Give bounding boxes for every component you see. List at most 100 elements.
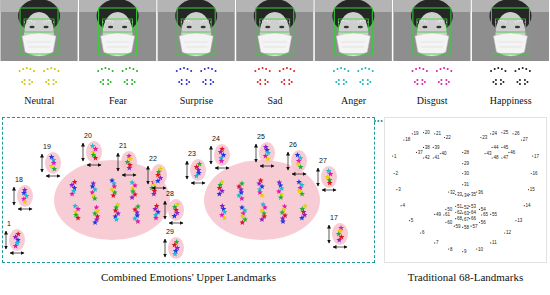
landmark-dot xyxy=(112,21,113,22)
star-marker xyxy=(222,209,228,214)
eye-dot xyxy=(131,79,133,81)
dimension-arrow xyxy=(10,253,24,254)
star-marker xyxy=(256,181,262,186)
landmark-dot xyxy=(401,205,402,206)
landmark-dot xyxy=(501,157,502,158)
landmark-dot xyxy=(454,226,455,227)
brow-dot xyxy=(57,70,59,72)
photo-ground xyxy=(158,0,235,61)
dimension-arrow xyxy=(83,143,84,161)
brow-dot xyxy=(494,68,496,70)
landmark-dot xyxy=(284,20,285,21)
brow-dot xyxy=(490,70,492,72)
landmark-number: 61 xyxy=(445,212,450,217)
eye-dot xyxy=(500,83,502,85)
landmark-number: 28 xyxy=(464,150,469,155)
landmark-dot xyxy=(515,220,516,221)
eye-dot xyxy=(338,79,340,81)
star-marker xyxy=(298,164,304,169)
landmark-dot xyxy=(127,20,128,21)
callout-number: 20 xyxy=(84,132,92,140)
region-circle xyxy=(45,152,61,174)
panel-caption: Combined Emotions' Upper Landmarks xyxy=(3,271,374,284)
landmark-dot xyxy=(517,20,518,21)
landmark-dot xyxy=(443,214,444,215)
landmark-dot xyxy=(360,20,361,21)
star-marker xyxy=(299,215,305,220)
brow-dot xyxy=(29,68,31,70)
brow-dot xyxy=(104,67,106,69)
dotted-connector xyxy=(375,120,384,122)
star-marker xyxy=(173,207,179,212)
brow-dot xyxy=(54,68,56,70)
star-marker xyxy=(219,203,225,208)
eye xyxy=(515,26,520,29)
landmark-dot xyxy=(444,137,445,138)
eye-dot xyxy=(48,83,50,85)
eye-dot xyxy=(31,81,33,83)
landmark-dot xyxy=(367,21,368,22)
landmark-dot xyxy=(440,153,441,154)
brow-dot xyxy=(215,70,217,72)
landmark-dot xyxy=(279,21,280,22)
eye xyxy=(358,26,363,29)
callout-number: 1 xyxy=(7,220,11,228)
landmark-dot xyxy=(481,214,482,215)
eye-dot xyxy=(124,81,126,83)
eye-dot xyxy=(264,83,266,85)
dimension-arrow xyxy=(6,231,7,249)
landmark-number: 43 xyxy=(486,151,491,156)
region-circle xyxy=(332,223,348,245)
eye-dot xyxy=(526,81,528,83)
star-marker xyxy=(22,199,28,204)
landmark-number: 7 xyxy=(436,240,439,245)
landmark-number: 12 xyxy=(506,230,511,235)
brow-dot xyxy=(129,67,131,69)
landmark-dot xyxy=(29,20,30,21)
star-marker xyxy=(135,219,141,224)
star-marker xyxy=(115,211,121,216)
dimension-arrow xyxy=(211,146,212,164)
star-marker xyxy=(114,217,120,222)
landmark-dot xyxy=(469,194,470,195)
brow-dot xyxy=(204,68,206,70)
brow-dot xyxy=(190,70,192,72)
landmark-dot xyxy=(469,206,470,207)
landmark-dot xyxy=(188,20,189,21)
brow-dot xyxy=(361,68,363,70)
landmark-number: 27 xyxy=(523,137,528,142)
eye-dot xyxy=(55,81,57,83)
eye-dot xyxy=(107,83,109,85)
brow-dot xyxy=(26,67,28,69)
eye-dot xyxy=(188,81,190,83)
brow-dot xyxy=(286,67,288,69)
landmark-dot xyxy=(436,21,437,22)
eye-dot xyxy=(519,83,521,85)
star-marker xyxy=(72,203,78,208)
star-marker xyxy=(126,153,132,158)
landmark-dot xyxy=(455,194,456,195)
star-marker xyxy=(72,179,78,184)
star-marker xyxy=(279,186,285,191)
brow-dot xyxy=(529,70,531,72)
eye-dot xyxy=(283,83,285,85)
callout-number: 17 xyxy=(330,214,338,222)
landmark-number: 58 xyxy=(464,225,469,230)
landmark-dot xyxy=(105,20,106,21)
landmark-dot xyxy=(424,20,425,21)
star-marker xyxy=(276,180,282,185)
landmark-dot xyxy=(490,242,491,243)
eye-dot xyxy=(264,79,266,81)
landmark-dot xyxy=(53,21,54,22)
landmark-number: 39 xyxy=(435,145,440,150)
panel-frame: Combined Emotions' Upper Landmarks xyxy=(2,117,375,263)
detection-box xyxy=(20,8,58,54)
brow-dot xyxy=(265,68,267,70)
landmark-number: 13 xyxy=(517,218,522,223)
eye-dot xyxy=(343,79,345,81)
landmark-dot xyxy=(416,152,417,153)
star-marker xyxy=(132,192,138,197)
face-photo xyxy=(1,0,78,85)
eye-dot xyxy=(110,81,112,83)
landmark-dot xyxy=(434,242,435,243)
